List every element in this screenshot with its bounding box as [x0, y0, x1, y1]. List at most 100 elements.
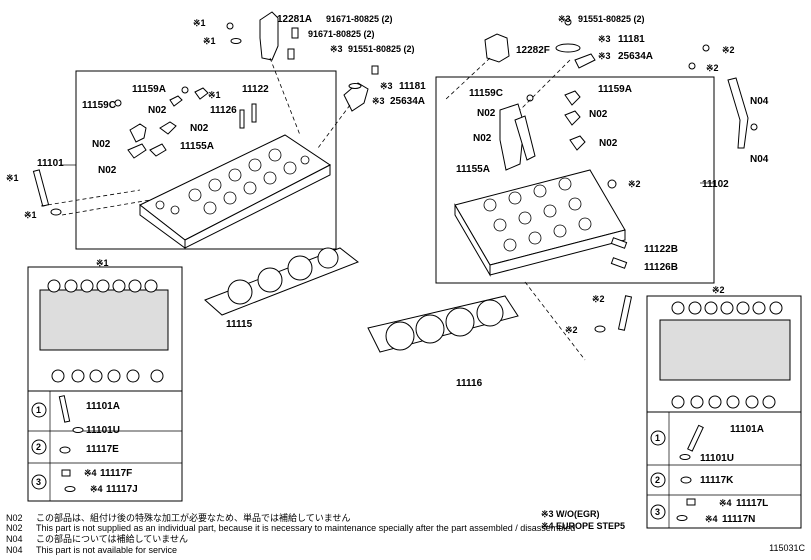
legend-line-1: ※3 W/O(EGR): [541, 509, 600, 519]
footnote-text: この部品については補給していません: [36, 534, 189, 544]
left-cylinder-head-icon: [139, 134, 331, 249]
detail-left-circles: [31, 279, 164, 490]
label-11159a-left: 11159A: [132, 84, 166, 95]
label-11126b: 11126B: [644, 262, 678, 273]
mark-label: ※2: [706, 63, 719, 73]
label-11101a-right: 11101A: [730, 424, 764, 435]
n02-label: N02: [473, 133, 492, 144]
mark-label: ※3: [372, 96, 385, 106]
label-11117l: 11117L: [736, 498, 768, 509]
n04-label: N04: [750, 96, 769, 107]
n02-label: N02: [589, 109, 608, 120]
diagram-reference-number: 115031C: [769, 543, 805, 553]
mark-label: ※2: [722, 45, 735, 55]
label-25634a-right: 25634A: [618, 51, 653, 62]
footnote-code: N02: [6, 523, 23, 533]
footnote-row: N04 この部品については補給していません: [6, 534, 188, 544]
label-11126-left: 11126: [210, 105, 237, 116]
circle-2-label: 2: [655, 475, 660, 485]
footnote-row: N02 This part is not supplied as an indiv…: [6, 523, 575, 533]
mark-label: ※2: [628, 179, 641, 189]
mark-label: ※2: [565, 325, 578, 335]
right-head-bolt-icon: [617, 295, 633, 331]
mark-label: ※3: [558, 14, 571, 24]
footnote-code: N04: [6, 534, 23, 544]
n02-label: N02: [92, 139, 111, 150]
gasket-11116-icon: [367, 295, 519, 353]
detail-right-circles: [650, 301, 783, 520]
label-11101u-right: 11101U: [700, 453, 734, 464]
n02-label: N02: [599, 138, 618, 149]
left-head-box: [75, 70, 337, 250]
footnote-row: N04 This part is not available for servic…: [6, 545, 177, 555]
circle-3-label: 3: [655, 507, 660, 517]
right-camshaft-caps-icon: [499, 90, 628, 269]
bracket-n04-icon: [727, 77, 749, 149]
mark-label: ※2: [592, 294, 605, 304]
label-12281a: 12281A: [277, 14, 312, 25]
footnote-text: This part is not supplied as an individu…: [36, 523, 576, 533]
label-11159c-right: 11159C: [469, 88, 503, 99]
label-11101a-left: 11101A: [86, 401, 120, 412]
label-11159c-left: 11159C: [82, 100, 116, 111]
mark-label: ※3: [598, 51, 611, 61]
left-head-bolt-icon: [32, 169, 62, 216]
mark-label: ※1: [203, 36, 216, 46]
part-labels: ※1 ※1 12281A 91671-80825 (2) 91671-80825…: [6, 14, 769, 525]
mark-label: ※1: [6, 173, 19, 183]
legend-line-2: ※4 EUROPE STEP5: [541, 521, 626, 531]
footnote-code: N02: [6, 513, 23, 523]
n02-label: N02: [477, 108, 496, 119]
label-11116: 11116: [456, 378, 483, 389]
footnote-text: この部品は、組付け後の特殊な加工が必要なため、単品では補給していません: [36, 513, 351, 523]
bracket-12281a-icon: [259, 11, 279, 61]
mark-label: ※3: [330, 44, 343, 54]
mark-label: ※4: [84, 468, 97, 478]
mark-label: ※4: [90, 484, 103, 494]
label-11155a-right: 11155A: [456, 164, 490, 175]
label-11117n: 11117N: [722, 514, 755, 525]
label-11117j: 11117J: [106, 484, 138, 495]
footnote-row: N02 この部品は、組付け後の特殊な加工が必要なため、単品では補給していません: [6, 513, 350, 523]
mark-label: ※2: [712, 285, 725, 295]
label-91551-right: 91551-80825 (2): [578, 14, 645, 24]
label-91671-top: 91671-80825 (2): [326, 14, 393, 24]
circle-1-label: 1: [36, 405, 41, 415]
label-11102: 11102: [702, 179, 729, 190]
label-11122b: 11122B: [644, 244, 678, 255]
circle-2-label: 2: [36, 442, 41, 452]
mark-label: ※1: [193, 18, 206, 28]
circle-1-label: 1: [655, 433, 660, 443]
label-11117k: 11117K: [700, 475, 734, 486]
right-head-box: [435, 76, 715, 284]
n02-label: N02: [148, 105, 167, 116]
label-11117e: 11117E: [86, 444, 119, 455]
right-cylinder-head-icon: [454, 169, 626, 277]
mark-label: ※4: [719, 498, 732, 508]
mark-label: ※3: [598, 34, 611, 44]
bracket-12282f-icon: [484, 33, 510, 63]
label-12282f: 12282F: [516, 45, 550, 56]
label-91671-mid: 91671-80825 (2): [308, 29, 375, 39]
n02-label: N02: [98, 165, 117, 176]
label-11117f: 11117F: [100, 468, 132, 479]
label-11101u-left: 11101U: [86, 425, 120, 436]
mark-label: ※1: [24, 210, 37, 220]
mark-label: ※3: [380, 81, 393, 91]
gasket-11115-icon: [204, 247, 360, 316]
label-25634a-left: 25634A: [390, 96, 425, 107]
label-11181-right: 11181: [618, 34, 645, 45]
mark-label: ※1: [208, 90, 221, 100]
label-11122-left: 11122: [242, 84, 269, 95]
footnote-text: This part is not available for service: [36, 545, 178, 555]
left-camshaft-caps-icon: [114, 86, 257, 159]
label-11115: 11115: [226, 319, 253, 330]
label-11155a-left: 11155A: [180, 141, 214, 152]
mark-label: ※4: [705, 514, 718, 524]
label-11101: 11101: [37, 158, 64, 169]
label-11159a-right: 11159A: [598, 84, 632, 95]
circle-3-label: 3: [36, 477, 41, 487]
footnote-code: N04: [6, 545, 23, 555]
mark-label: ※1: [96, 258, 109, 268]
